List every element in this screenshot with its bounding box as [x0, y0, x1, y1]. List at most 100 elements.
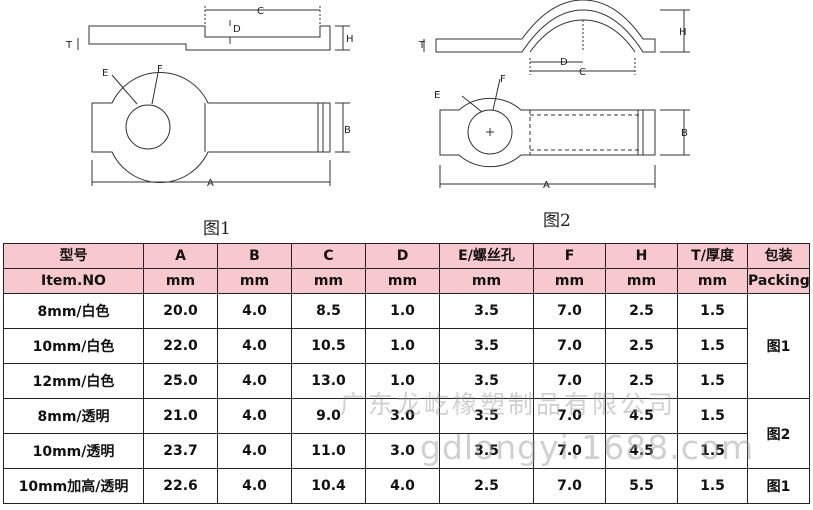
fig1-dim-h: H: [346, 34, 354, 45]
cell-h: 2.5: [605, 363, 678, 399]
figure2-caption: 图2: [543, 211, 571, 231]
cell-d: 1.0: [365, 293, 440, 329]
cell-e: 3.5: [439, 433, 534, 469]
figure1-side-view: [77, 6, 350, 51]
cell-t: 1.5: [677, 433, 748, 469]
cell-item: 10mm加高/透明: [3, 468, 144, 504]
cell-item: 8mm/透明: [3, 398, 144, 434]
cell-e: 3.5: [439, 398, 534, 434]
fig1-dim-f: F: [157, 64, 163, 75]
cell-h: 4.5: [605, 398, 678, 434]
cell-c: 10.5: [291, 328, 366, 364]
cell-b: 4.0: [217, 433, 292, 469]
cell-packing: 图2: [747, 398, 810, 469]
table-row: 10mm/透明 23.7 4.0 11.0 3.0 3.5 7.0 4.5 1.…: [3, 433, 810, 469]
cell-t: 1.5: [677, 468, 748, 504]
cell-h: 5.5: [605, 468, 678, 504]
cell-a: 20.0: [143, 293, 218, 329]
cell-e: 2.5: [439, 468, 534, 504]
cell-f: 7.0: [533, 328, 606, 364]
drawings-area: C D T H E F B A T H D C E F B A 图1 图2: [0, 0, 813, 240]
header-a: A: [143, 243, 218, 269]
cell-a: 21.0: [143, 398, 218, 434]
cell-a: 25.0: [143, 363, 218, 399]
cell-f: 7.0: [533, 433, 606, 469]
fig1-dim-c: C: [257, 6, 264, 17]
cell-b: 4.0: [217, 328, 292, 364]
cell-item: 8mm/白色: [3, 293, 144, 329]
cell-c: 9.0: [291, 398, 366, 434]
cell-c: 10.4: [291, 468, 366, 504]
fig1-dim-d: D: [233, 24, 241, 35]
cell-t: 1.5: [677, 293, 748, 329]
cell-c: 11.0: [291, 433, 366, 469]
header-e: E/螺丝孔: [439, 243, 534, 269]
figure2-side-view: [423, 0, 690, 75]
header-b: B: [217, 243, 292, 269]
table-row: 12mm/白色 25.0 4.0 13.0 1.0 3.5 7.0 2.5 1.…: [3, 363, 810, 399]
cell-item: 10mm/透明: [3, 433, 144, 469]
cell-h: 2.5: [605, 328, 678, 364]
fig2-dim-b: B: [681, 128, 688, 139]
header-d: D: [365, 243, 440, 269]
header-item-no: 型号: [3, 243, 144, 269]
fig1-dim-b: B: [344, 125, 351, 136]
header-packing: 包装: [747, 243, 810, 269]
cell-e: 3.5: [439, 363, 534, 399]
table-row: 10mm加高/透明 22.6 4.0 10.4 4.0 2.5 7.0 5.5 …: [3, 468, 810, 504]
header-b-unit: mm: [217, 268, 292, 294]
table-row: 8mm/白色 20.0 4.0 8.5 1.0 3.5 7.0 2.5 1.5 …: [3, 293, 810, 399]
header-h: H: [605, 243, 678, 269]
cell-e: 3.5: [439, 328, 534, 364]
header-c-unit: mm: [291, 268, 366, 294]
cell-f: 7.0: [533, 363, 606, 399]
cell-d: 3.0: [365, 398, 440, 434]
header-h-unit: mm: [605, 268, 678, 294]
table-body: 8mm/白色 20.0 4.0 8.5 1.0 3.5 7.0 2.5 1.5 …: [3, 293, 810, 504]
technical-drawings: C D T H E F B A T H D C E F B A: [65, 0, 690, 191]
cell-f: 7.0: [533, 468, 606, 504]
cell-h: 2.5: [605, 293, 678, 329]
spec-table: 型号 A B C D E/螺丝孔 F H T/厚度 包装 Item.NO mm …: [3, 243, 810, 504]
fig2-dim-a: A: [543, 180, 550, 191]
header-d-unit: mm: [365, 268, 440, 294]
cell-d: 1.0: [365, 363, 440, 399]
fig2-dim-d: D: [560, 57, 568, 68]
header-c: C: [291, 243, 366, 269]
fig2-dim-f: F: [500, 74, 506, 85]
cell-b: 4.0: [217, 468, 292, 504]
cell-c: 8.5: [291, 293, 366, 329]
header-packing-en: Packing: [747, 268, 810, 294]
cell-a: 22.0: [143, 328, 218, 364]
cell-t: 1.5: [677, 398, 748, 434]
cell-a: 22.6: [143, 468, 218, 504]
fig2-dim-h: H: [679, 27, 687, 38]
header-a-unit: mm: [143, 268, 218, 294]
cell-item: 10mm/白色: [3, 328, 144, 364]
fig2-dim-c: C: [579, 67, 586, 78]
cell-b: 4.0: [217, 293, 292, 329]
figure2-top-view: [439, 78, 690, 188]
figure1-top-view: [91, 71, 350, 186]
fig2-dim-e: E: [434, 90, 440, 101]
fig1-dim-e: E: [102, 68, 108, 79]
cell-t: 1.5: [677, 363, 748, 399]
fig1-dim-t: T: [65, 40, 73, 51]
cell-item: 12mm/白色: [3, 363, 144, 399]
cell-b: 4.0: [217, 398, 292, 434]
header-f: F: [533, 243, 606, 269]
cell-e: 3.5: [439, 293, 534, 329]
header-item-no-en: Item.NO: [3, 268, 144, 294]
cell-d: 3.0: [365, 433, 440, 469]
header-t-unit: mm: [677, 268, 748, 294]
table-header: 型号 A B C D E/螺丝孔 F H T/厚度 包装 Item.NO mm …: [3, 243, 810, 294]
header-e-unit: mm: [439, 268, 534, 294]
cell-d: 1.0: [365, 328, 440, 364]
fig1-dim-a: A: [207, 178, 214, 189]
cell-a: 23.7: [143, 433, 218, 469]
cell-packing: 图1: [747, 468, 810, 504]
header-t: T/厚度: [677, 243, 748, 269]
cell-b: 4.0: [217, 363, 292, 399]
cell-f: 7.0: [533, 293, 606, 329]
cell-t: 1.5: [677, 328, 748, 364]
